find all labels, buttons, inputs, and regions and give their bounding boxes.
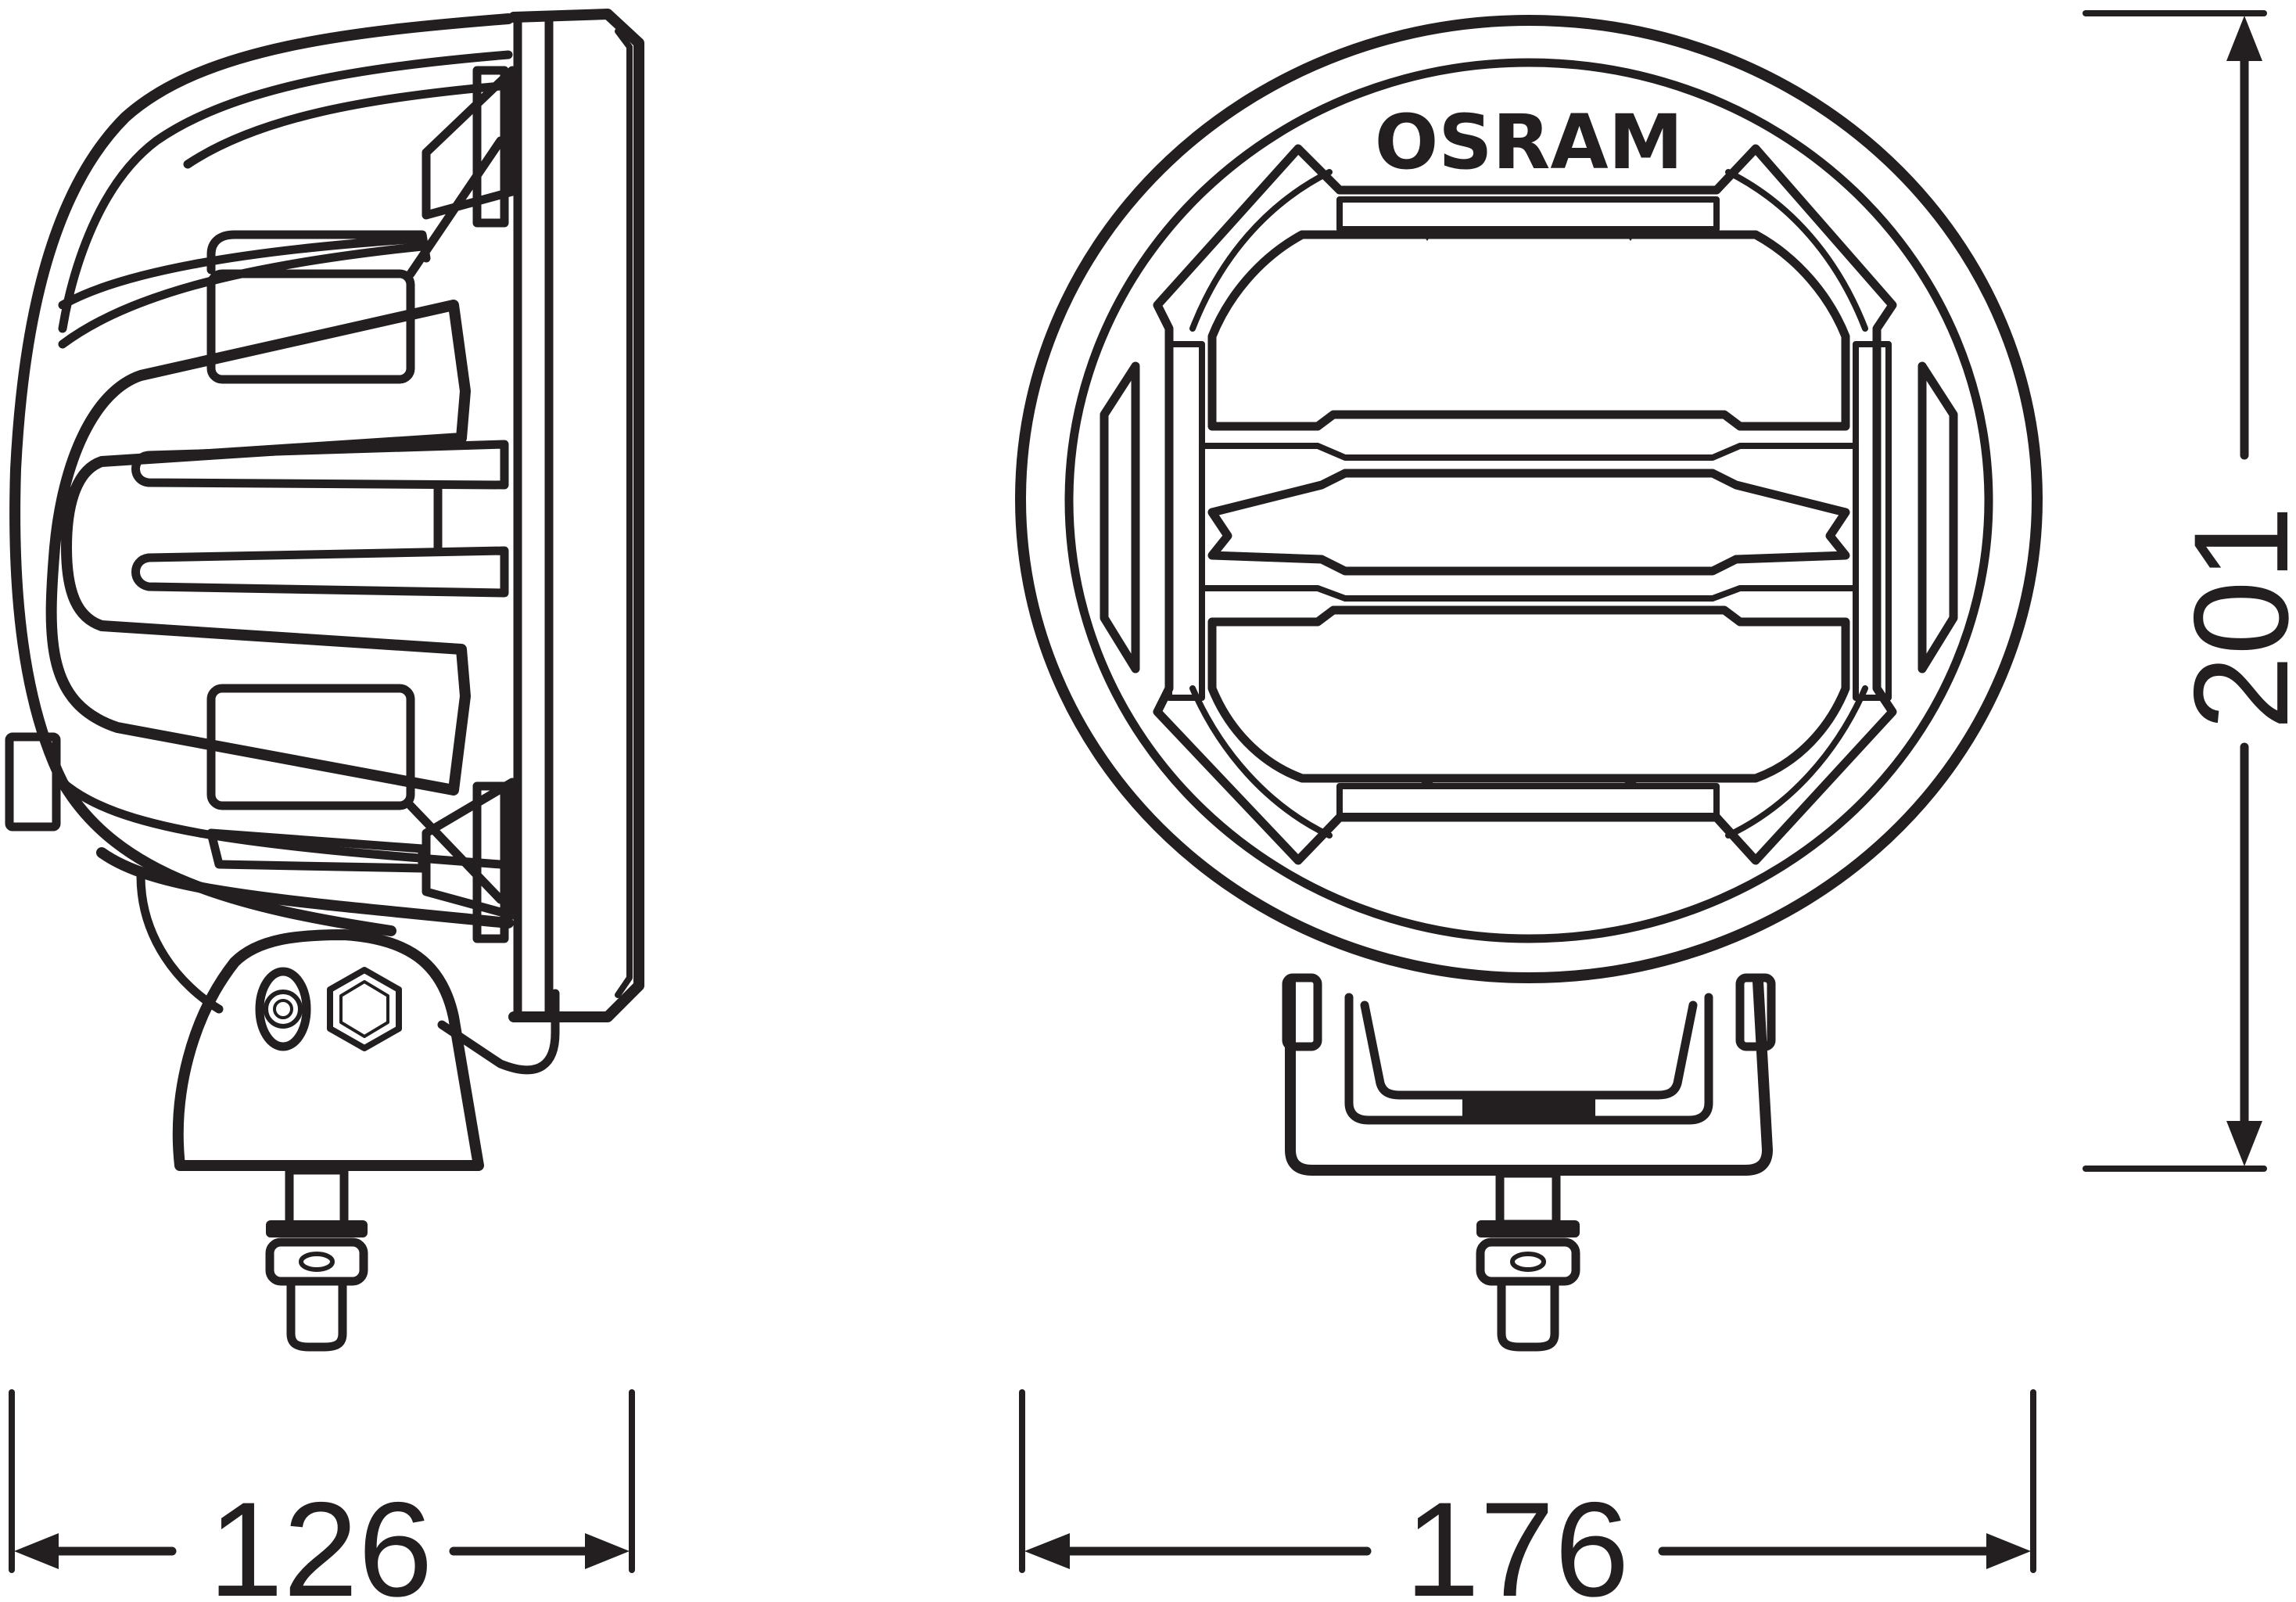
front-inner-bezel	[1064, 58, 1993, 943]
dimension-label-height: 201	[2166, 506, 2296, 731]
dimension-label-width: 176	[1405, 1474, 1630, 1602]
lower-fin	[131, 546, 509, 598]
grille-frame	[1153, 144, 1897, 865]
dimension-front-width: 176	[1019, 1389, 2036, 1602]
lower-lens	[1207, 605, 1850, 783]
adjuster-knob-icon	[255, 967, 311, 1051]
front-outer-bezel	[1015, 15, 2043, 983]
arrow-right-icon	[585, 1533, 630, 1569]
side-mount-foot	[172, 929, 560, 1171]
upper-lens	[1207, 230, 1850, 431]
side-mount-bolt	[265, 1166, 368, 1352]
side-lower-fins	[58, 684, 517, 943]
dimension-label-depth: 126	[209, 1474, 433, 1602]
dimension-side-depth: 126	[9, 1389, 635, 1602]
upper-fin	[131, 440, 509, 490]
side-housing	[5, 13, 514, 1014]
arrow-right-icon	[1986, 1533, 2031, 1569]
left-side-slot	[1100, 361, 1140, 673]
side-upper-fins	[58, 66, 517, 384]
middle-lens	[1207, 469, 1850, 576]
arrow-down-icon	[2226, 1121, 2262, 1166]
right-side-slot	[1918, 361, 1958, 673]
side-front-rim	[508, 9, 644, 1022]
dimension-height: 201	[2083, 10, 2296, 1172]
front-mount-bracket	[1282, 973, 1776, 1176]
arrow-left-icon	[1024, 1533, 1070, 1569]
front-mount-bolt	[1476, 1169, 1580, 1352]
hex-nut-icon	[327, 967, 402, 1051]
side-view	[5, 9, 644, 1352]
arrow-up-icon	[2226, 16, 2262, 61]
brand-logo: OSRAM	[1375, 99, 1684, 186]
side-center-flare	[45, 300, 509, 796]
arrow-left-icon	[14, 1533, 59, 1569]
front-view: OSRAM	[1015, 15, 2043, 1352]
